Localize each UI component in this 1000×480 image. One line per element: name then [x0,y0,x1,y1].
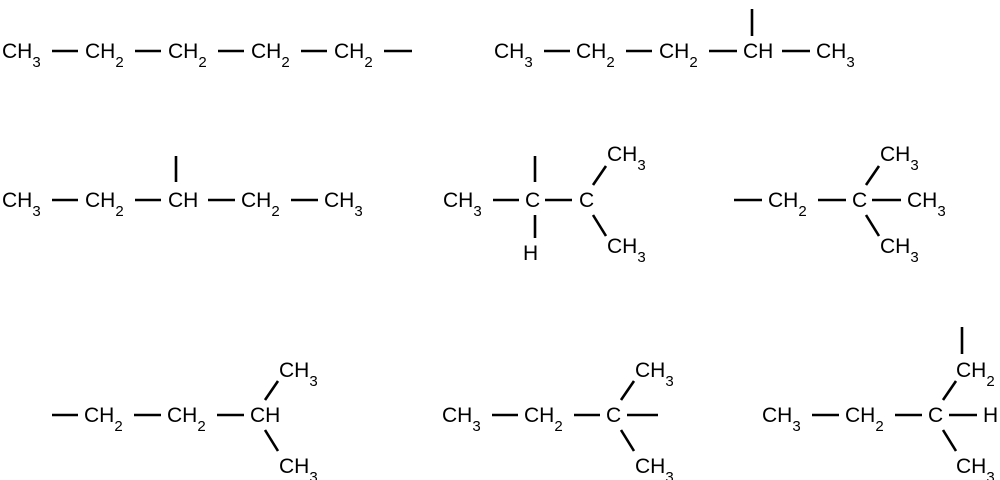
bond-line-4-6 [591,214,608,237]
atom-label-8-2: CH2 [845,404,884,435]
atom-label-6-5: CH3 [279,455,318,480]
atom-label-4-4: CH3 [607,143,646,174]
atom-label-7-3: C [606,404,621,427]
atom-label-4-2: C [525,189,540,212]
atom-label-6-3: CH [250,404,280,427]
atom-label-4-1: CH3 [443,189,482,220]
bond-line-8-6 [941,429,958,452]
atom-label-3-2: CH2 [85,189,124,220]
structure-3: CH3 CH2 CH CH2 CH3 [2,156,363,220]
atom-label-5-2: C [852,189,867,212]
atom-label-7-5: CH3 [635,455,674,480]
atom-label-1-4: CH2 [251,40,290,71]
atom-label-1-3: CH2 [168,40,207,71]
atom-label-2-2: CH2 [576,40,615,71]
atom-label-4-5: CH3 [607,235,646,266]
atom-label-3-3: CH [168,189,198,212]
atom-label-1-1: CH3 [2,40,41,71]
bond-line-6-4 [263,380,280,401]
atom-label-4-3: C [579,189,594,212]
atom-label-7-4: CH3 [635,359,674,390]
bond-line-4-5 [591,165,608,186]
atom-label-6-2: CH2 [167,404,206,435]
atom-label-5-4: CH3 [907,189,946,220]
atom-label-7-2: CH2 [524,404,563,435]
atom-label-7-1: CH3 [442,404,481,435]
atom-label-5-5: CH3 [880,235,919,266]
atom-label-2-4: CH [743,40,773,63]
atom-label-5-3: CH3 [880,143,919,174]
atom-label-5-1: CH2 [768,189,807,220]
bond-line-6-5 [263,429,280,452]
atom-label-8-6: CH3 [956,455,995,480]
atom-label-8-1: CH3 [762,404,801,435]
bond-line-8-5 [941,380,958,401]
atom-label-3-1: CH3 [2,189,41,220]
atom-label-6-1: CH2 [84,404,123,435]
bond-line-7-4 [619,380,636,401]
atom-label-6-4: CH3 [279,359,318,390]
bond-line-7-5 [619,429,636,452]
atom-label-3-5: CH3 [324,189,363,220]
atom-label-8-5: H [983,404,998,427]
atom-label-1-2: CH2 [85,40,124,71]
bond-line-5-4 [864,165,881,186]
structure-2: CH3 CH2 CH2 CH CH3 [494,9,855,71]
structure-1: CH3 CH2 CH2 CH2 CH2 [2,40,412,71]
atom-label-2-5: CH3 [816,40,855,71]
atom-label-2-1: CH3 [494,40,533,71]
atom-label-4-6: H [523,242,538,265]
atom-label-8-4: CH2 [956,359,995,390]
atom-label-3-4: CH2 [241,189,280,220]
atom-label-8-3: C [928,404,943,427]
bond-line-5-5 [864,214,881,237]
atom-label-1-5: CH2 [334,40,373,71]
atom-label-2-3: CH2 [659,40,698,71]
